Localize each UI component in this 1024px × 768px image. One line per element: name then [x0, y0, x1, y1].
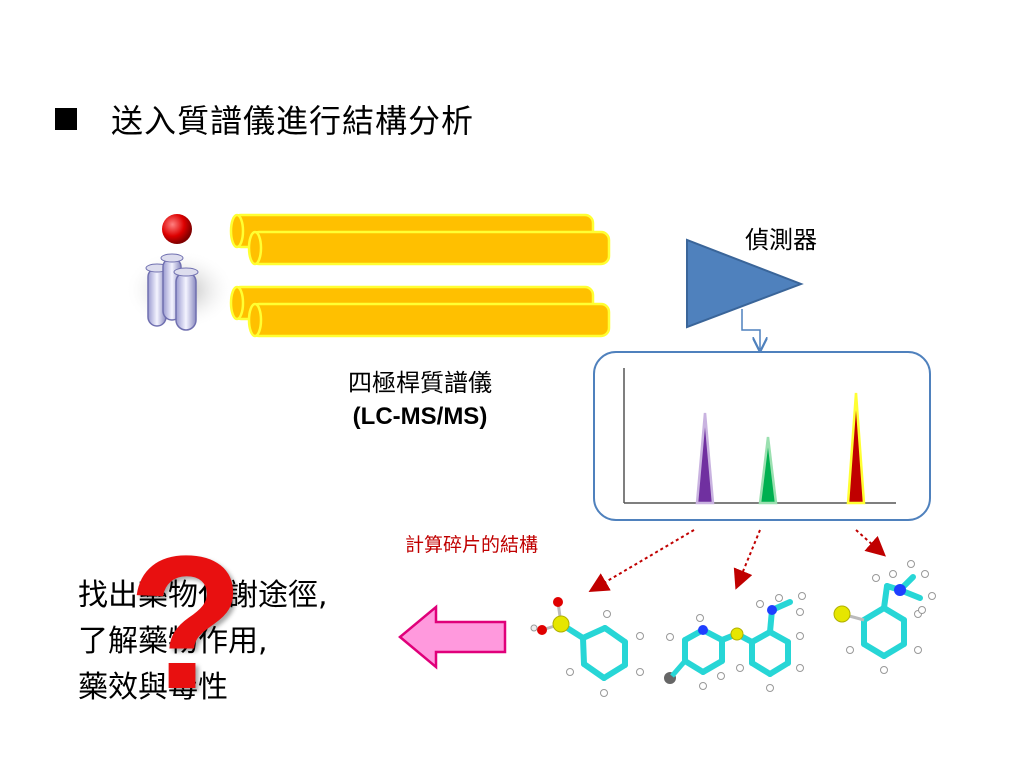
question-mark-icon: ?	[128, 517, 245, 729]
title-text: 送入質譜儀進行結構分析	[111, 102, 475, 140]
goal-line: 藥效與毒性	[78, 670, 228, 705]
detector-signal-connector	[741, 309, 760, 349]
quadrupole-rod	[247, 230, 611, 266]
detector-triangle-icon	[686, 238, 804, 329]
bullet-square-icon	[55, 108, 77, 130]
mass-spectrometer-acronym: (LC-MS/MS)	[352, 403, 488, 430]
molecule-thiophenol-amine	[833, 560, 936, 674]
sample-vials-icon	[125, 214, 235, 331]
fragment-arrow	[588, 529, 695, 593]
quadrupole-rods	[229, 213, 611, 338]
slide-title: 送入質譜儀進行結構分析	[55, 96, 474, 142]
mass-spectrometer-label: 四極桿質譜儀 (LC-MS/MS)	[290, 366, 550, 434]
quadrupole-rod	[247, 302, 611, 338]
fragment-arrow	[855, 529, 886, 557]
mass-spectrometer-name: 四極桿質譜儀	[348, 369, 492, 397]
fragment-arrow	[733, 529, 761, 590]
molecule-diphenyl-sulfide	[664, 592, 806, 692]
goal-line: 找出藥物代謝途徑,	[78, 578, 328, 613]
fragment-arrows	[588, 529, 886, 593]
chromatogram-panel	[593, 351, 931, 521]
goal-text: 找出藥物代謝途徑, 了解藥物作用, 藥效與毒性	[78, 573, 328, 711]
detector-label: 偵測器	[745, 226, 817, 254]
chromatogram-peak-purple	[695, 412, 715, 505]
goal-line: 了解藥物作用,	[78, 624, 268, 659]
result-arrow-left	[398, 604, 507, 670]
chromatogram-peak-green	[758, 436, 778, 505]
molecule-sulfonylbenzene	[530, 597, 644, 697]
chromatogram-peak-red	[846, 392, 866, 505]
fragment-structure-label: 計算碎片的結構	[405, 534, 539, 556]
